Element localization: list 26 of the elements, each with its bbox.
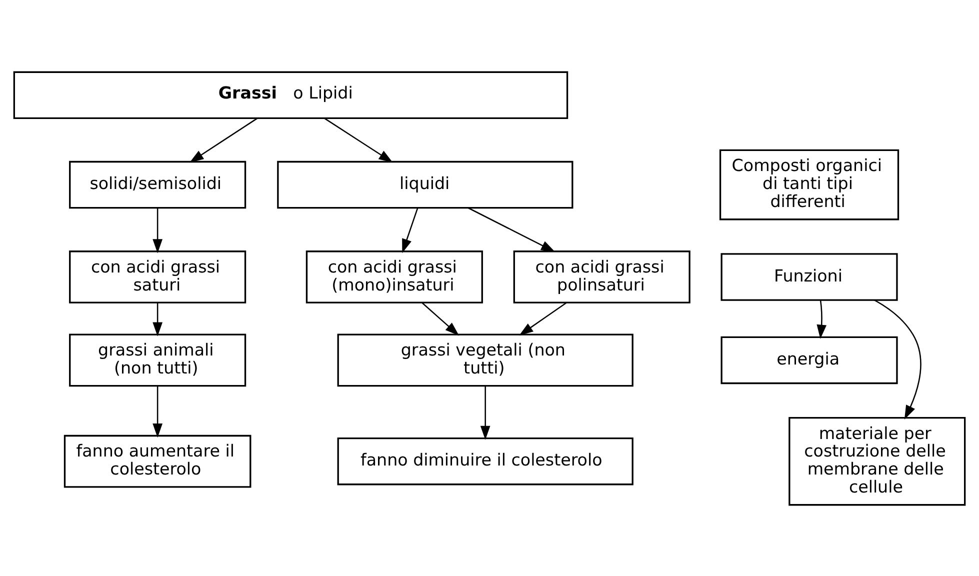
arrow — [190, 117, 258, 162]
node-box: fanno diminuire il colesterolo — [337, 436, 634, 485]
arrow — [468, 206, 556, 252]
node-box: Composti organici di tanti tipi differenti — [719, 148, 900, 220]
arrow — [324, 117, 393, 162]
arrow — [422, 302, 460, 336]
arrow — [402, 208, 418, 253]
node-box: energia — [720, 336, 898, 384]
arrow — [480, 385, 490, 440]
node-box: grassi vegetali (non tutti) — [337, 333, 634, 386]
node-box: con acidi grassi (mono)insaturi — [306, 250, 483, 303]
arrow — [152, 385, 162, 438]
arrow — [152, 208, 162, 253]
node-box: con acidi grassi polinsaturi — [513, 250, 690, 303]
node-box: Funzioni — [720, 252, 898, 300]
node-box: solidi/semisolidi — [69, 160, 246, 208]
arrow — [519, 302, 567, 336]
arrow — [152, 302, 162, 336]
node-box: fanno aumentare il colesterolo — [64, 434, 252, 488]
node-box: Grassi o Lipidi — [13, 70, 568, 119]
node-box: liquidi — [277, 160, 574, 208]
node-box: grassi animali (non tutti) — [69, 333, 246, 386]
arrow — [874, 299, 922, 420]
arrow — [816, 300, 827, 338]
node-box: con acidi grassi saturi — [69, 250, 246, 303]
node-box: materiale per costruzione delle membrane delle cellule — [788, 416, 966, 506]
